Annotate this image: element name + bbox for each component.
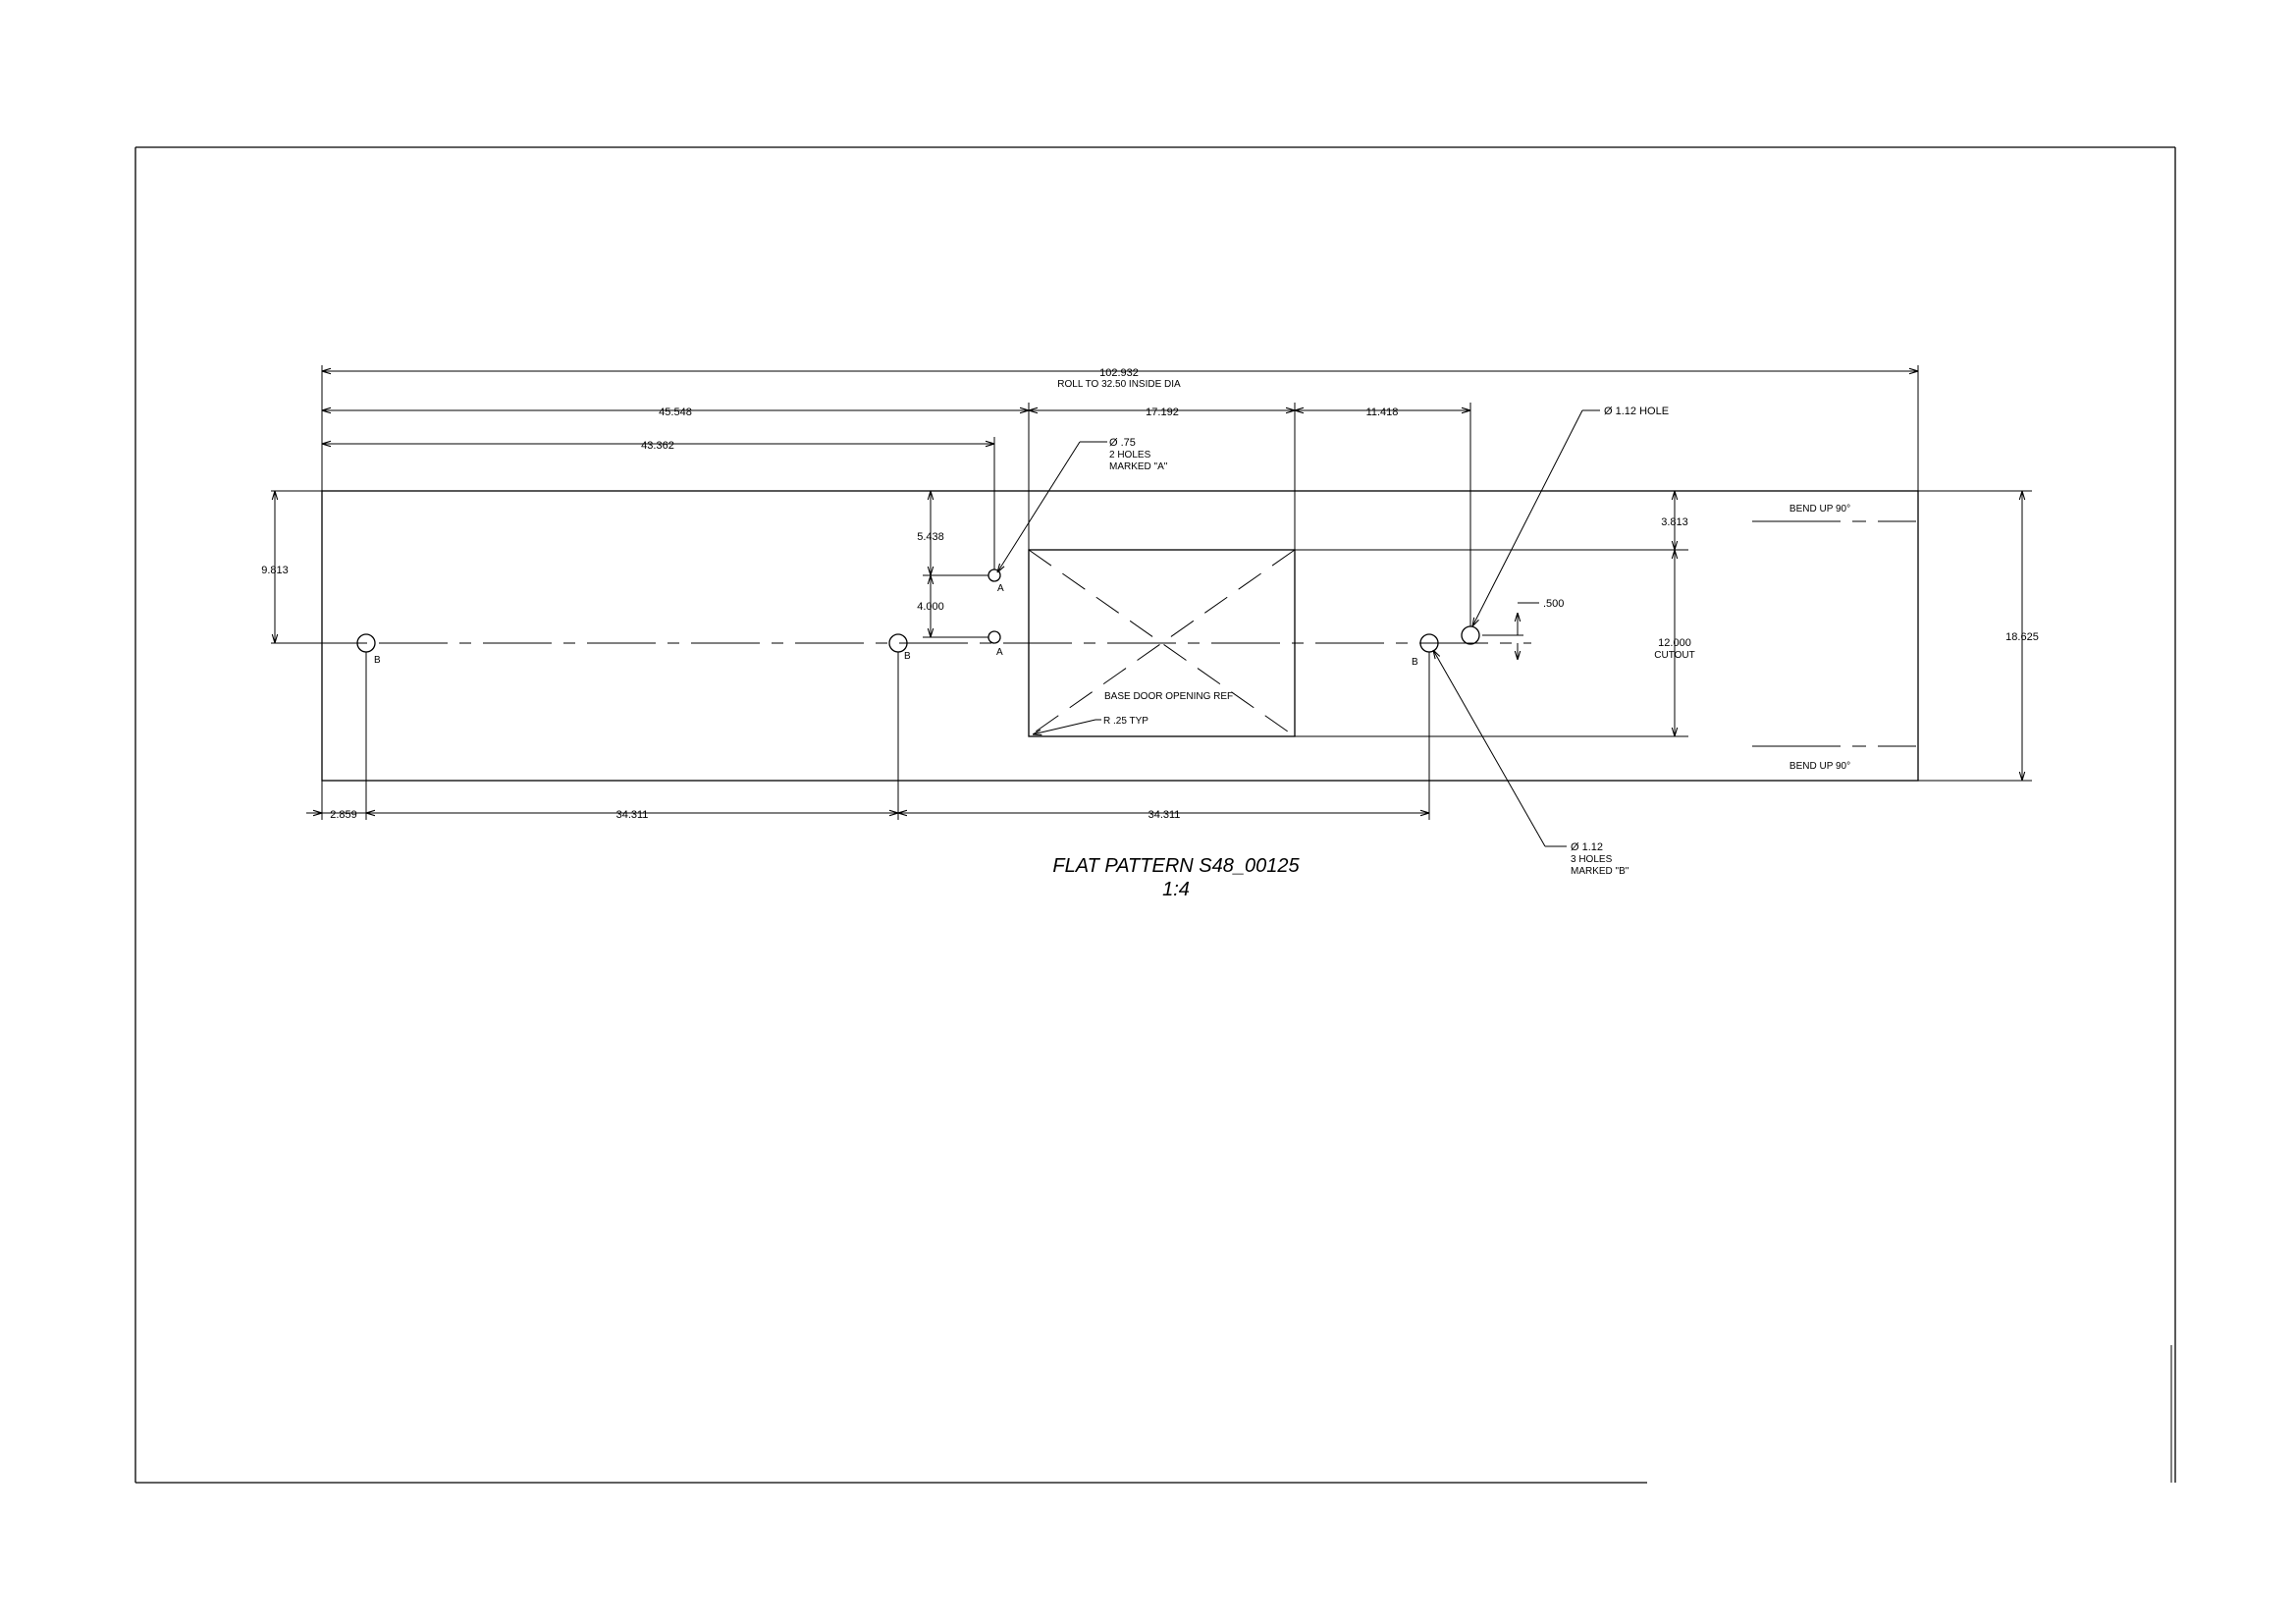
- callout-hole-a-count: 2 HOLES: [1109, 450, 1151, 460]
- dim-overall-height: 18.625: [2005, 631, 2039, 643]
- callout-hole-b-size: Ø 1.12: [1571, 841, 1603, 853]
- hole-label-a-top: A: [997, 583, 1004, 594]
- callout-hole-b-mark: MARKED "B": [1571, 866, 1629, 877]
- dim-b-spacing-2: 34.311: [1148, 809, 1181, 821]
- pattern-scale: 1:4: [1162, 879, 1190, 900]
- dim-b-spacing-1: 34.311: [616, 809, 649, 821]
- dim-cutout-height: 12.000: [1658, 637, 1691, 649]
- callout-labels: Ø .75 2 HOLES MARKED "A" Ø 1.12 HOLE Ø 1…: [1103, 406, 1850, 877]
- callout-door-ref: BASE DOOR OPENING REF: [1104, 691, 1233, 702]
- callout-hole-a-size: Ø .75: [1109, 437, 1136, 449]
- hole-label-a-bottom: A: [996, 647, 1003, 658]
- dim-to-hole-a: 43.362: [641, 440, 674, 452]
- callout-bend-top: BEND UP 90°: [1789, 504, 1850, 514]
- dim-top-flange: 3.813: [1661, 516, 1688, 528]
- dim-hole-a-spacing: 4.000: [917, 601, 944, 613]
- drawing-title: FLAT PATTERN S48_00125 1:4: [1052, 855, 1300, 900]
- hole-single: [1461, 625, 1480, 645]
- part-outline: [321, 490, 1919, 782]
- callout-hole-a-mark: MARKED "A": [1109, 461, 1168, 472]
- hole-label-b2: B: [904, 651, 911, 662]
- dim-overall-length: 102.932: [1099, 367, 1139, 379]
- callout-hole-b-count: 3 HOLES: [1571, 854, 1613, 865]
- hole-label-b1: B: [374, 655, 381, 666]
- sheet-border: [134, 146, 2176, 1484]
- hole-label-b3: B: [1412, 657, 1418, 668]
- dim-door-to-hole: 11.418: [1366, 406, 1399, 418]
- cutout-label: CUTOUT: [1654, 650, 1694, 661]
- leader-lines: [997, 409, 1600, 847]
- extension-lines: [271, 365, 2032, 820]
- callout-single-hole: Ø 1.12 HOLE: [1604, 406, 1669, 417]
- callout-corner-radius: R .25 TYP: [1103, 716, 1148, 727]
- dim-hole-a-top: 5.438: [917, 531, 944, 543]
- dim-hole-offset: .500: [1543, 598, 1564, 610]
- dim-left-edge-to-b: 2.859: [330, 809, 357, 821]
- dim-to-door-left: 45.548: [659, 406, 692, 418]
- dim-edge-to-centerline: 9.813: [261, 565, 289, 576]
- hole-a-bottom: [988, 630, 1001, 644]
- callout-bend-bottom: BEND UP 90°: [1789, 761, 1850, 772]
- dimension-lines: [275, 371, 2022, 813]
- dimension-labels: 102.932 ROLL TO 32.50 INSIDE DIA 45.548 …: [261, 367, 2039, 821]
- dim-door-width: 17.192: [1146, 406, 1179, 418]
- pattern-title: FLAT PATTERN S48_00125: [1052, 855, 1300, 877]
- hole-marks: B B B A A: [374, 583, 1418, 668]
- roll-note: ROLL TO 32.50 INSIDE DIA: [1057, 379, 1181, 390]
